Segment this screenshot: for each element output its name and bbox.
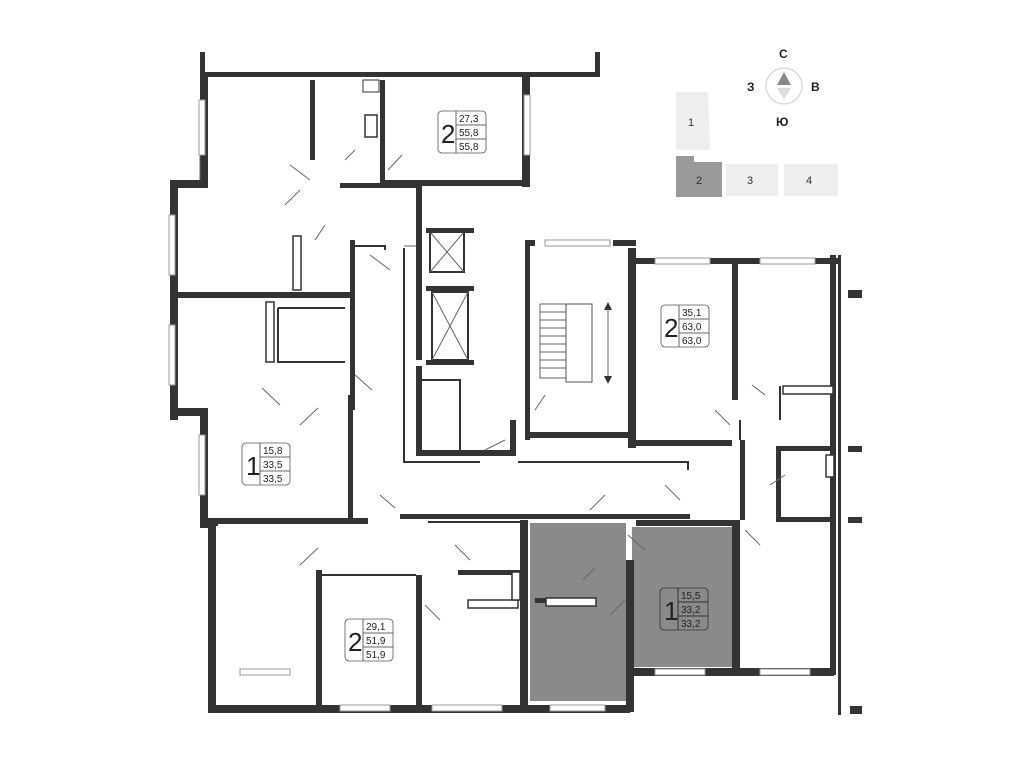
staircase <box>539 302 612 384</box>
thin-lines <box>199 140 781 576</box>
total-area: 33,2 <box>681 605 701 616</box>
rooms-count: 2 <box>664 313 678 343</box>
interior-walls <box>178 80 834 603</box>
fixtures <box>265 79 835 609</box>
rooms-count: 2 <box>348 627 362 657</box>
total-area: 33,5 <box>263 460 283 471</box>
total-area: 63,0 <box>682 322 702 333</box>
apartment-label-selected[interactable]: 1 15,5 33,2 33,2 <box>659 587 709 631</box>
total-area-alt: 55,8 <box>459 142 479 153</box>
total-area-alt: 33,5 <box>263 474 283 485</box>
total-area-alt: 33,2 <box>681 619 701 630</box>
svg-text:1: 1 <box>688 117 694 129</box>
outer-walls <box>170 52 862 715</box>
total-area: 51,9 <box>366 636 386 647</box>
svg-text:4: 4 <box>806 175 812 187</box>
compass-north-label: С <box>779 47 788 61</box>
compass-east-label: В <box>811 80 820 94</box>
total-area: 55,8 <box>459 128 479 139</box>
compass: С Ю З В <box>747 47 820 129</box>
apartment-label-bottom-left[interactable]: 2 29,1 51,9 51,9 <box>344 618 394 662</box>
compass-south-arrow-icon <box>777 88 791 100</box>
living-area: 29,1 <box>366 622 386 633</box>
living-area: 27,3 <box>459 114 479 125</box>
key-section-1[interactable]: 1 <box>676 92 710 150</box>
apartment-labels: 2 27,3 55,8 55,8 2 35,1 63,0 63,0 1 15,8… <box>241 110 710 662</box>
apartment-label-right[interactable]: 2 35,1 63,0 63,0 <box>660 304 710 348</box>
apartment-label-top[interactable]: 2 27,3 55,8 55,8 <box>437 110 487 154</box>
door-swings <box>261 149 786 621</box>
living-area: 15,8 <box>263 446 283 457</box>
total-area-alt: 63,0 <box>682 336 702 347</box>
rooms-count: 1 <box>246 451 260 481</box>
total-area-alt: 51,9 <box>366 650 386 661</box>
key-section-3[interactable]: 3 <box>726 164 778 196</box>
elevator-shafts <box>426 228 474 365</box>
key-plan: 1 2 3 4 <box>676 92 838 197</box>
compass-west-label: З <box>747 80 755 94</box>
rooms-count: 2 <box>441 119 455 149</box>
key-section-2[interactable]: 2 <box>676 156 722 197</box>
living-area: 35,1 <box>682 308 702 319</box>
apartment-label-left[interactable]: 1 15,8 33,5 33,5 <box>241 442 291 486</box>
svg-text:3: 3 <box>747 175 753 187</box>
svg-text:2: 2 <box>696 175 702 187</box>
windows <box>168 94 816 712</box>
key-section-4[interactable]: 4 <box>784 164 838 196</box>
compass-north-arrow-icon <box>777 72 791 85</box>
rooms-count: 1 <box>664 596 678 626</box>
compass-south-label: Ю <box>776 115 788 129</box>
living-area: 15,5 <box>681 591 701 602</box>
